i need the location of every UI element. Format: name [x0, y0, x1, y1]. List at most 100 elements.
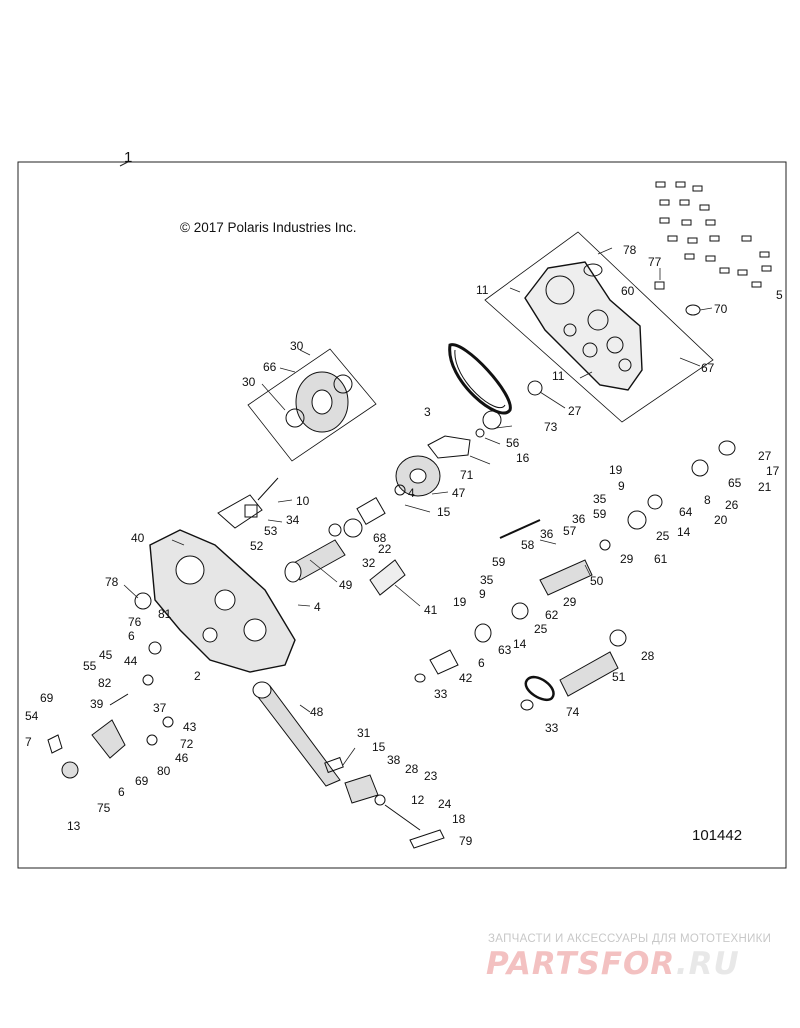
- callout-73: 73: [544, 420, 558, 434]
- callout-69: 69: [40, 691, 54, 705]
- ring-46: [146, 734, 158, 746]
- callout-70: 70: [714, 302, 728, 316]
- callout-11: 11: [552, 369, 565, 383]
- callout-4: 4: [314, 600, 321, 614]
- bolt-group: [655, 181, 772, 288]
- ring-22: [328, 523, 342, 537]
- callout-58: 58: [521, 538, 535, 552]
- left-main-case: [149, 529, 296, 673]
- callout-82: 82: [98, 676, 112, 690]
- shaft-49: [284, 539, 346, 583]
- drive-belt-loop: [448, 343, 512, 415]
- gear-66-group: [247, 348, 377, 462]
- rod-79: [409, 829, 445, 849]
- callout-61: 61: [654, 552, 668, 566]
- pin-82: [109, 693, 129, 706]
- part-callouts: 2 3 4 4 5 6 6 6 7 8 9 9 10 11 11 12 13 1…: [25, 243, 783, 848]
- callout-15: 15: [372, 740, 386, 754]
- bearing-27-top: [527, 380, 543, 396]
- callout-14: 14: [677, 525, 691, 539]
- gear-76: [148, 641, 162, 655]
- callout-6: 6: [128, 629, 135, 643]
- callout-71: 71: [460, 468, 474, 482]
- callout-62: 62: [545, 608, 559, 622]
- watermark-tagline: ЗАПЧАСТИ И АКСЕССУАРЫ ДЛЯ МОТОТЕХНИКИ: [488, 933, 772, 945]
- callout-20: 20: [714, 513, 728, 527]
- callout-29: 29: [620, 552, 634, 566]
- gear-64: [647, 494, 663, 510]
- bearing-32: [343, 518, 363, 538]
- callout-80: 80: [157, 764, 171, 778]
- callout-35: 35: [480, 573, 494, 587]
- callout-45: 45: [99, 648, 113, 662]
- callout-72: 72: [180, 737, 194, 751]
- callout-19: 19: [453, 595, 467, 609]
- callout-32: 32: [362, 556, 376, 570]
- callout-81: 81: [158, 607, 172, 621]
- gear-61: [627, 510, 647, 530]
- callout-28: 28: [405, 762, 419, 776]
- callout-6: 6: [118, 785, 125, 799]
- callout-38: 38: [387, 753, 401, 767]
- plate-68: [356, 497, 386, 525]
- drum-41: [369, 559, 406, 596]
- sensor-75: [61, 761, 79, 779]
- callout-25: 25: [656, 529, 670, 543]
- gear-62: [511, 602, 529, 620]
- callout-8: 8: [704, 493, 711, 507]
- shaft-51: [559, 651, 619, 697]
- gear-44: [142, 674, 154, 686]
- bracket-42: [429, 649, 459, 675]
- callout-15: 15: [437, 505, 451, 519]
- gear-63: [474, 623, 492, 643]
- callout-37: 37: [153, 701, 167, 715]
- leader-lines: [123, 247, 713, 766]
- callout-66: 66: [263, 360, 277, 374]
- callout-69: 69: [135, 774, 149, 788]
- callout-31: 31: [357, 726, 371, 740]
- callout-52: 52: [250, 539, 264, 553]
- callout-42: 42: [459, 671, 473, 685]
- callout-36: 36: [540, 527, 554, 541]
- callout-54: 54: [25, 709, 39, 723]
- callout-7: 7: [25, 735, 32, 749]
- callout-11: 11: [476, 283, 489, 297]
- bracket-52: [217, 494, 263, 529]
- bracket-53: [244, 504, 258, 518]
- shaft-58: [499, 519, 541, 539]
- callout-6: 6: [478, 656, 485, 670]
- callout-33: 33: [545, 721, 559, 735]
- callout-59: 59: [593, 507, 607, 521]
- callout-75: 75: [97, 801, 111, 815]
- seal-70: [685, 304, 701, 316]
- clip-54: [47, 734, 63, 754]
- pin-24: [384, 804, 421, 831]
- callout-39: 39: [90, 697, 104, 711]
- callout-23: 23: [424, 769, 438, 783]
- callout-13: 13: [67, 819, 81, 833]
- shaft-50: [539, 559, 593, 596]
- ring-23: [374, 794, 386, 806]
- callout-28: 28: [641, 649, 655, 663]
- sprocket-73: [482, 410, 502, 430]
- callout-76: 76: [128, 615, 142, 629]
- callout-9: 9: [479, 587, 486, 601]
- callout-50: 50: [590, 574, 604, 588]
- spacer-31: [324, 756, 344, 774]
- callout-16: 16: [516, 451, 530, 465]
- callout-36: 36: [572, 512, 586, 526]
- callout-53: 53: [264, 524, 278, 538]
- callout-65: 65: [728, 476, 742, 490]
- callout-29: 29: [563, 595, 577, 609]
- callout-25: 25: [534, 622, 548, 636]
- copyright-text: © 2017 Polaris Industries Inc.: [180, 220, 357, 235]
- callout-68: 68: [373, 531, 387, 545]
- watermark-logo: PARTSFOR.RU: [486, 946, 740, 982]
- assembly-leader: [119, 161, 129, 167]
- callout-55: 55: [83, 659, 97, 673]
- ring-56: [475, 428, 485, 438]
- callout-21: 21: [758, 480, 772, 494]
- bearing-28-right: [609, 629, 627, 647]
- part-graphics: [47, 181, 772, 849]
